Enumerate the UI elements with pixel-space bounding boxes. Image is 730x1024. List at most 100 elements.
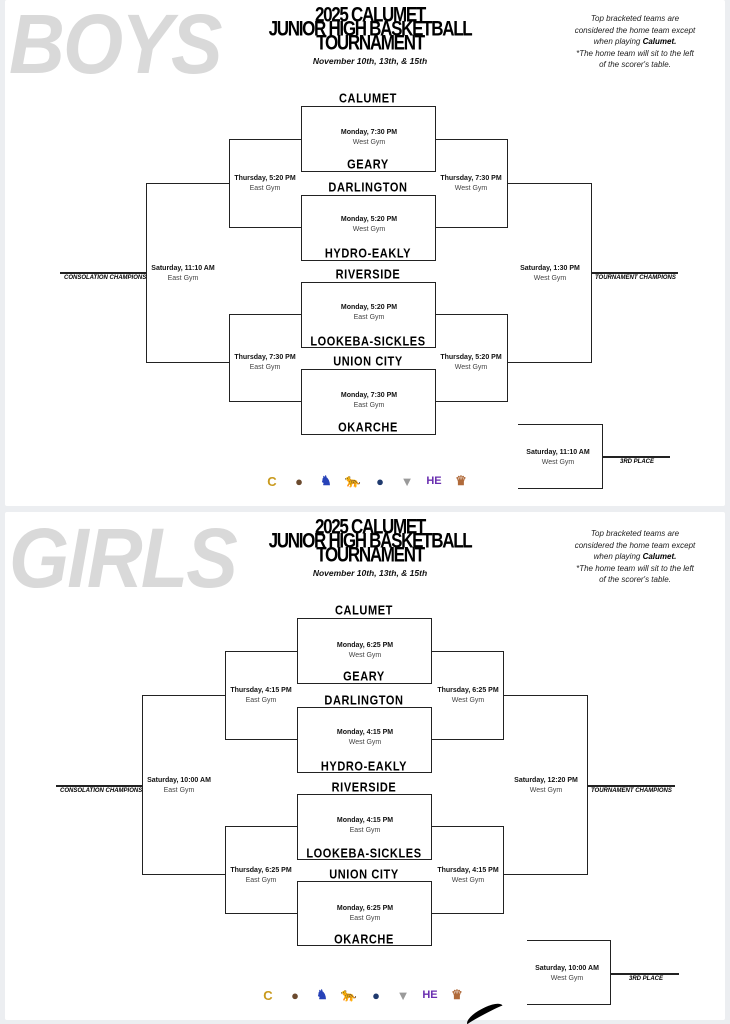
title-line-1: 2025 CALUMET bbox=[314, 2, 426, 27]
game-location: West Gym bbox=[352, 139, 386, 146]
game-time: Thursday, 6:25 PM bbox=[230, 867, 292, 874]
tournament-title: 2025 CALUMET JUNIOR HIGH BASKETBALL TOUR… bbox=[260, 514, 480, 578]
tournament-dates: November 10th, 13th, & 15th bbox=[312, 56, 428, 66]
team-name: LOOKEBA-SICKLES bbox=[306, 847, 422, 861]
okarche-logo-icon: ♛ bbox=[455, 473, 467, 488]
team-name: GEARY bbox=[347, 158, 389, 172]
consolation-semi-2 bbox=[225, 826, 298, 914]
game-location: East Gym bbox=[163, 787, 195, 794]
title-line-1: 2025 CALUMET bbox=[314, 514, 426, 539]
third-place-line bbox=[611, 973, 679, 975]
game-location: West Gym bbox=[533, 275, 567, 282]
game-time: Saturday, 10:00 AM bbox=[147, 777, 211, 784]
geary-logo-icon: ● bbox=[291, 987, 299, 1003]
hydro-eakly-logo-icon: 🐆 bbox=[340, 987, 358, 1002]
note-bold-text: Calumet. bbox=[642, 37, 677, 46]
girls-label: GIRLS bbox=[9, 511, 238, 605]
consolation-champions-label: CONSOLATION CHAMPIONS bbox=[64, 275, 147, 281]
game-info: Thursday, 5:20 PM East Gym bbox=[205, 174, 325, 194]
note-line: *The home team will sit to the left bbox=[576, 48, 694, 58]
game-info: Thursday, 7:30 PM West Gym bbox=[411, 174, 531, 194]
game-location: West Gym bbox=[454, 185, 488, 192]
title-line-3: TOURNAMENT bbox=[316, 542, 425, 567]
game-time: Monday, 5:20 PM bbox=[340, 304, 398, 311]
game-time: Saturday, 10:00 AM bbox=[535, 965, 599, 972]
team-name: OKARCHE bbox=[334, 933, 394, 947]
tournament-champions-label: TOURNAMENT CHAMPIONS bbox=[591, 788, 672, 794]
note-bold-text: Calumet. bbox=[642, 552, 677, 561]
game-location: West Gym bbox=[348, 739, 382, 746]
game-time: Saturday, 11:10 AM bbox=[526, 449, 590, 456]
game-time: Monday, 4:15 PM bbox=[336, 817, 394, 824]
game-time: Monday, 7:30 PM bbox=[340, 392, 398, 399]
note-line: *The home team will sit to the left bbox=[576, 563, 694, 573]
darlington-logo-icon: ♞ bbox=[320, 473, 332, 488]
title-line-2: JUNIOR HIGH BASKETBALL bbox=[268, 528, 473, 553]
game-time: Thursday, 4:15 PM bbox=[437, 867, 499, 874]
round1-game-2 bbox=[297, 707, 432, 773]
championship-game bbox=[507, 183, 592, 363]
note-line: of the scorer's table. bbox=[599, 60, 671, 69]
tournament-champion-line bbox=[592, 272, 678, 274]
note-text: when playing bbox=[593, 37, 643, 46]
team-name: LOOKEBA-SICKLES bbox=[310, 335, 426, 349]
game-time: Thursday, 5:20 PM bbox=[234, 175, 296, 182]
girls-bracket-page: GIRLS 2025 CALUMET JUNIOR HIGH BASKETBAL… bbox=[5, 511, 725, 1024]
game-location: West Gym bbox=[529, 787, 563, 794]
home-team-note: Top bracketed teams are considered the h… bbox=[560, 528, 710, 586]
calumet-logo-icon: C bbox=[263, 987, 273, 1003]
note-line: of the scorer's table. bbox=[599, 575, 671, 584]
note-line: when playing Calumet. bbox=[560, 36, 710, 48]
note-line: considered the home team except bbox=[574, 25, 696, 35]
note-line: when playing Calumet. bbox=[560, 551, 710, 563]
team-name: RIVERSIDE bbox=[335, 268, 401, 282]
consolation-champion-line bbox=[56, 785, 143, 787]
scribble-mark bbox=[464, 999, 506, 1024]
third-place-label: 3RD PLACE bbox=[620, 459, 655, 465]
game-info: Saturday, 10:00 AM East Gym bbox=[119, 776, 239, 796]
note-line: Top bracketed teams are bbox=[590, 14, 680, 23]
team-name: DARLINGTON bbox=[324, 694, 404, 708]
game-location: East Gym bbox=[245, 697, 277, 704]
game-location: West Gym bbox=[451, 877, 485, 884]
lookeba-sickles-logo-icon: ▼ bbox=[396, 987, 410, 1003]
team-name: UNION CITY bbox=[329, 868, 399, 882]
home-team-note: Top bracketed teams are considered the h… bbox=[560, 13, 710, 71]
game-time: Thursday, 7:30 PM bbox=[440, 175, 502, 182]
game-time: Saturday, 11:10 AM bbox=[151, 265, 215, 272]
game-location: East Gym bbox=[249, 185, 281, 192]
darlington-logo-icon: ♞ bbox=[316, 987, 328, 1002]
game-time: Saturday, 1:30 PM bbox=[520, 265, 580, 272]
consolation-semi-2 bbox=[229, 314, 302, 402]
team-name: RIVERSIDE bbox=[331, 781, 397, 795]
game-time: Monday, 6:25 PM bbox=[336, 905, 394, 912]
round1-game-4 bbox=[301, 369, 436, 435]
team-logos: C ● ♞ 🐆 ● ▼ HE ♛ bbox=[261, 470, 472, 492]
note-line: considered the home team except bbox=[574, 540, 696, 550]
winner-semi-2 bbox=[431, 826, 504, 914]
game-time: Thursday, 6:25 PM bbox=[437, 687, 499, 694]
game-info: Thursday, 4:15 PM West Gym bbox=[408, 866, 528, 886]
team-name: CALUMET bbox=[335, 604, 393, 618]
third-place-line bbox=[603, 456, 670, 458]
round1-game-3 bbox=[297, 794, 432, 860]
game-info: Monday, 7:30 PM East Gym bbox=[309, 391, 429, 411]
round1-game-2 bbox=[301, 195, 436, 261]
team-name: DARLINGTON bbox=[328, 181, 408, 195]
game-location: East Gym bbox=[353, 402, 385, 409]
union-city-logo-icon: HE bbox=[422, 989, 438, 1001]
note-line: Top bracketed teams are bbox=[590, 529, 680, 538]
game-time: Monday, 6:25 PM bbox=[336, 642, 394, 649]
winner-semi-2 bbox=[435, 314, 508, 402]
boys-label: BOYS bbox=[9, 0, 222, 91]
note-text: when playing bbox=[593, 552, 643, 561]
team-name: OKARCHE bbox=[338, 421, 398, 435]
team-name: CALUMET bbox=[339, 92, 397, 106]
title-line-3: TOURNAMENT bbox=[316, 30, 425, 55]
